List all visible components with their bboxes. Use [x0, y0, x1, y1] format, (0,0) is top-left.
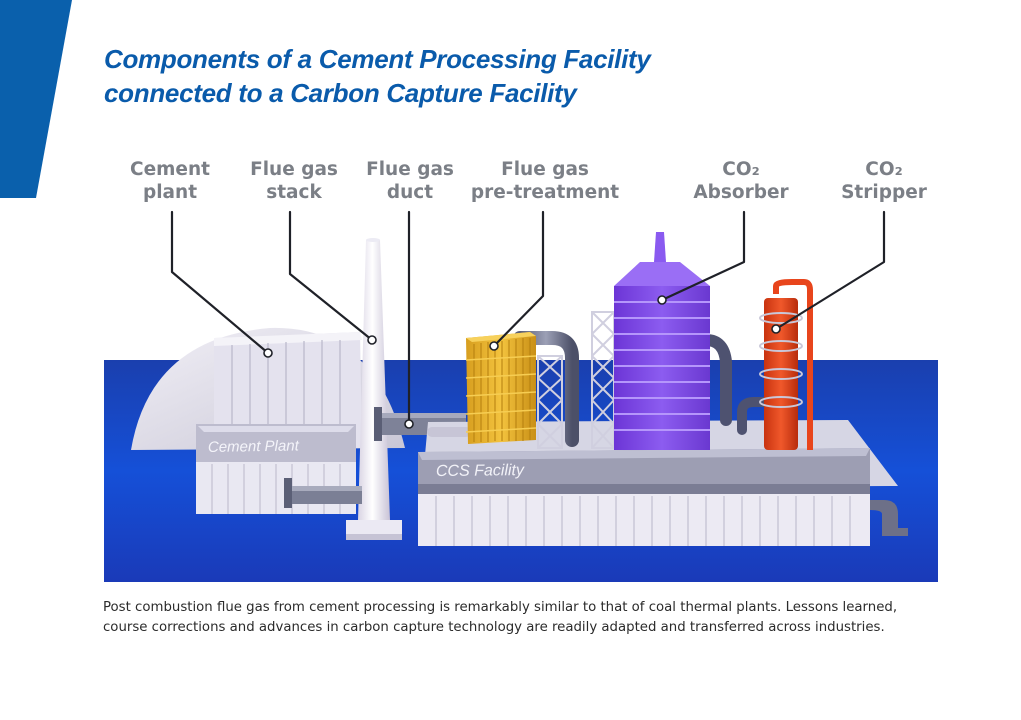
- callout-flue-gas-duct-line-1: Flue gas: [366, 159, 454, 180]
- callout-cement-plant-line-1: Cement: [130, 159, 210, 180]
- co2-absorber-tower: [614, 232, 710, 450]
- caption-line-1: Post combustion flue gas from cement pro…: [103, 600, 898, 615]
- leader-line-co2-absorber: [660, 210, 746, 302]
- callout-cement-plant-line-2: plant: [142, 182, 198, 203]
- caption-line-2: course corrections and advances in carbo…: [103, 620, 885, 635]
- endpoint-pretreatment: [489, 341, 499, 351]
- title-line-2: connected to a Carbon Capture Facility: [104, 78, 577, 108]
- leader-line-pretreatment: [492, 210, 545, 348]
- endpoint-co2-stripper: [771, 324, 781, 334]
- leader-line-flue-gas-stack: [288, 210, 374, 342]
- leader-endpoints: [263, 295, 781, 429]
- endpoint-flue-gas-stack: [367, 335, 377, 345]
- cement-plant-sign: Cement Plant: [208, 437, 300, 456]
- callout-flue-gas-duct-line-2: duct: [386, 182, 434, 203]
- endpoint-cement-plant: [263, 348, 273, 358]
- callout-flue-gas-stack: Flue gas stack: [250, 158, 338, 204]
- callout-co2-stripper: CO₂ Stripper: [841, 158, 927, 204]
- leader-line-co2-stripper: [774, 210, 886, 331]
- endpoint-co2-absorber: [657, 295, 667, 305]
- callout-flue-gas-pretreatment-line-2: pre-treatment: [470, 182, 620, 203]
- callout-flue-gas-duct: Flue gas duct: [366, 158, 454, 204]
- co2-stripper-column: [759, 279, 813, 450]
- ccs-facility-base: [418, 420, 908, 546]
- callout-co2-absorber-line-2: Absorber: [693, 182, 789, 203]
- flue-gas-pretreatment-unit: [465, 332, 537, 444]
- endpoint-flue-gas-duct: [404, 419, 414, 429]
- callout-flue-gas-pretreatment: Flue gas pre-treatment: [471, 158, 619, 204]
- callout-co2-absorber: CO₂ Absorber: [693, 158, 788, 204]
- callout-co2-stripper-line-1: CO₂: [865, 159, 903, 180]
- facility-illustration: Cement Plant: [104, 210, 938, 582]
- leader-line-cement-plant: [170, 210, 270, 355]
- callout-flue-gas-stack-line-1: Flue gas: [250, 159, 338, 180]
- cement-plant-building: [131, 327, 405, 514]
- leader-lines: [170, 210, 886, 426]
- title-line-1: Components of a Cement Processing Facili…: [104, 44, 651, 74]
- page-title: Components of a Cement Processing Facili…: [104, 42, 651, 110]
- callout-co2-stripper-line-2: Stripper: [841, 182, 927, 203]
- callout-cement-plant: Cement plant: [130, 158, 210, 204]
- flue-gas-stack: [346, 238, 402, 540]
- ccs-facility-sign: CCS Facility: [436, 462, 525, 480]
- callout-flue-gas-pretreatment-line-1: Flue gas: [501, 159, 589, 180]
- callout-co2-absorber-line-1: CO₂: [722, 159, 760, 180]
- callout-flue-gas-stack-line-2: stack: [266, 182, 322, 203]
- caption: Post combustion flue gas from cement pro…: [103, 598, 943, 638]
- corner-accent: [0, 0, 72, 198]
